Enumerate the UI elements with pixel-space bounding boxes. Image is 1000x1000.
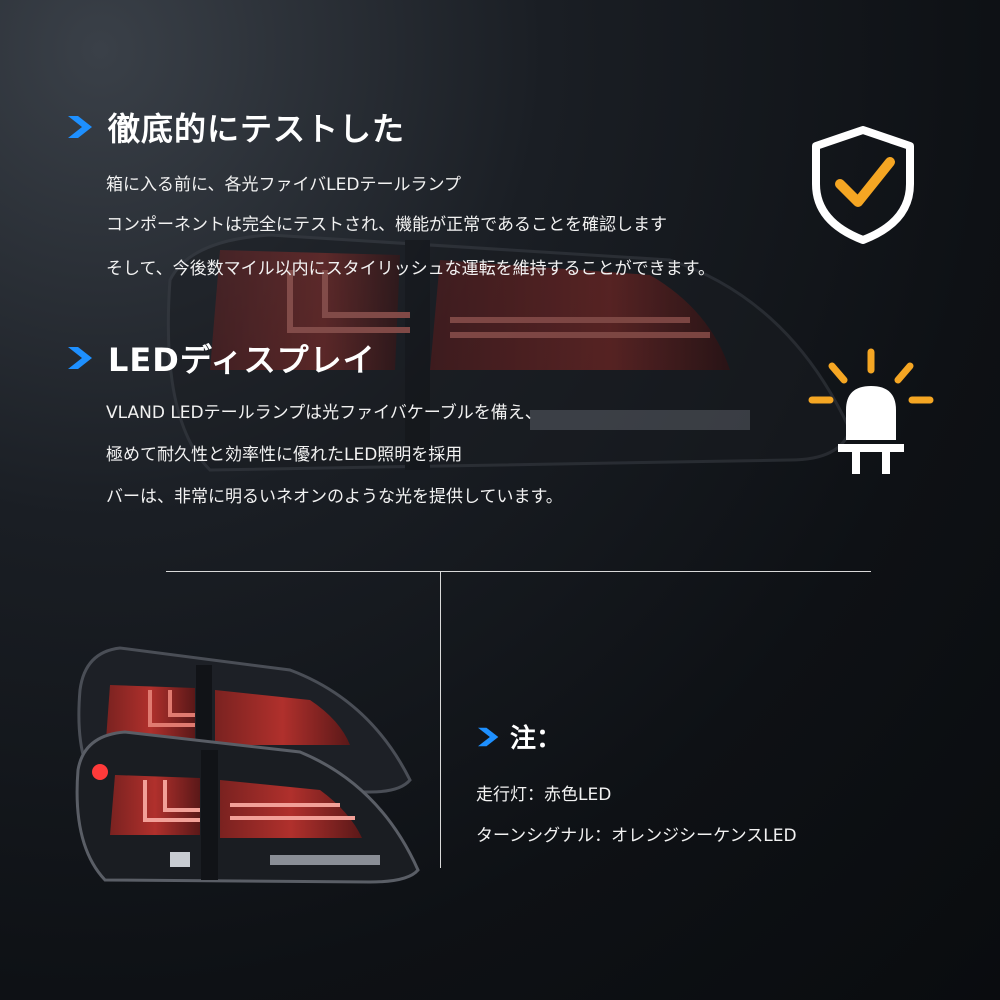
section-led-title: LEDディスプレイ (108, 341, 376, 379)
section-led-line-2: 極めて耐久性と効率性に優れたLED照明を採用 (106, 445, 463, 465)
notes-heading: 注： (476, 718, 562, 755)
horizontal-divider (166, 571, 871, 572)
section-tested-heading: 徹底的にテストした (66, 104, 405, 150)
shield-check-icon (812, 126, 914, 244)
notes-title: 注： (510, 724, 563, 754)
section-tested-line-3: そして、今後数マイル以内にスタイリッシュな運転を維持することができます。 (106, 259, 715, 279)
section-tested-line-1: 箱に入る前に、各光ファイバLEDテールランプ (106, 175, 461, 195)
led-bulb-icon (808, 348, 934, 474)
tail-lamps-product-image (75, 646, 420, 884)
note-turn-signal: ターンシグナル：オレンジシーケンスLED (476, 826, 797, 846)
note-running-light: 走行灯：赤色LED (476, 785, 612, 805)
section-led-line-3: バーは、非常に明るいネオンのような光を提供しています。 (106, 487, 563, 507)
section-tested-title: 徹底的にテストした (108, 110, 406, 148)
section-tested-line-2: コンポーネントは完全にテストされ、機能が正常であることを確認します (106, 215, 667, 235)
chevron-right-icon (68, 116, 92, 138)
background-tail-lamp-image (166, 233, 852, 472)
section-led-heading: LEDディスプレイ (66, 335, 376, 381)
chevron-right-icon (478, 727, 499, 746)
vertical-divider (440, 571, 441, 868)
chevron-right-icon (68, 347, 92, 369)
section-led-line-1: VLAND LEDテールランプは光ファイバケーブルを備え、 (106, 403, 542, 423)
